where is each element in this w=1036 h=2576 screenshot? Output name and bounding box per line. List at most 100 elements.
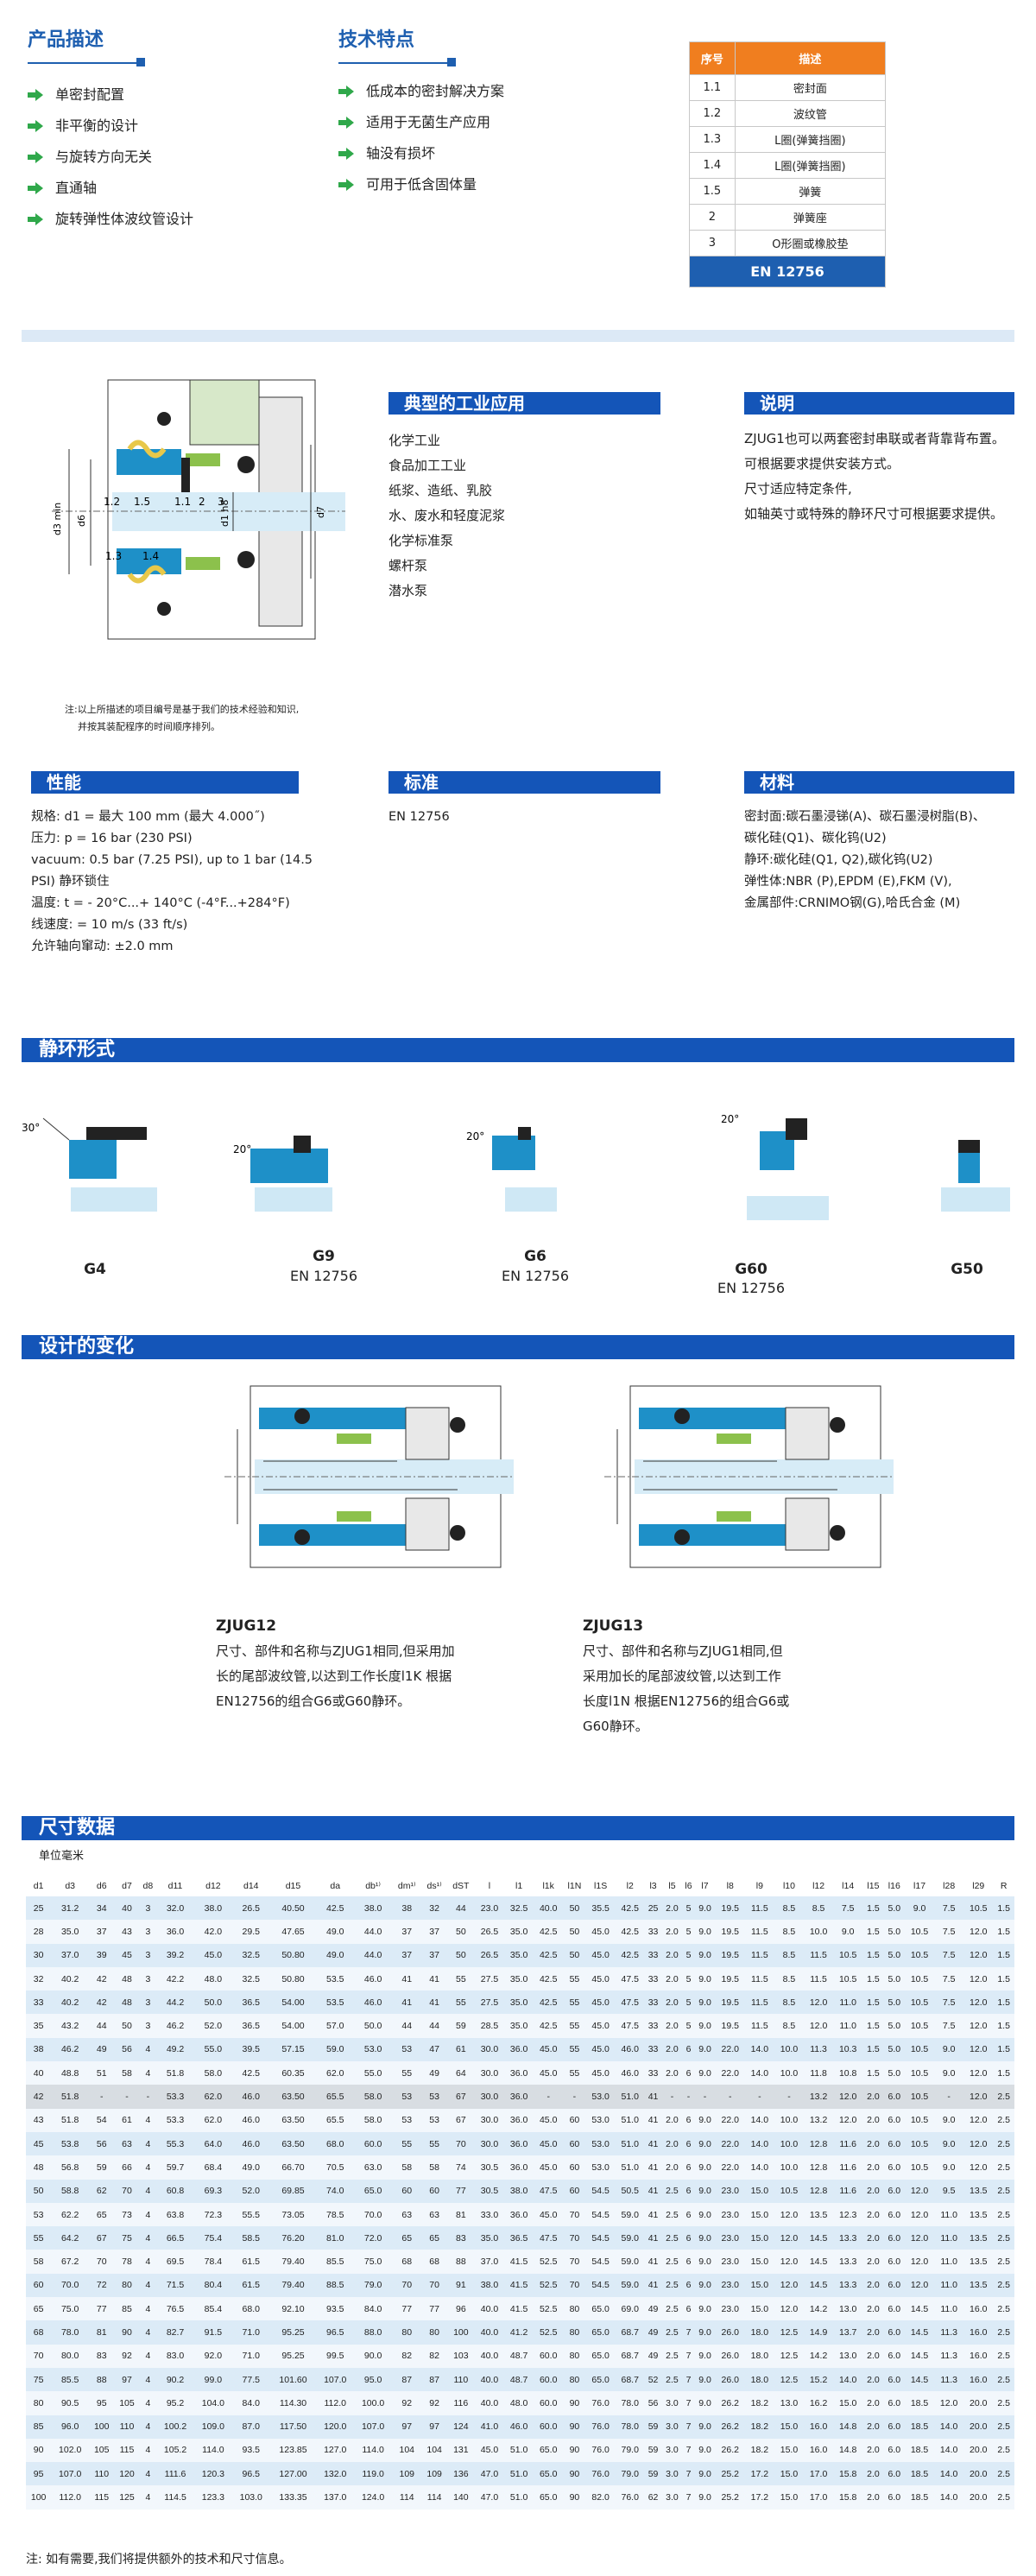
dim-cell: 73.05 <box>269 2202 317 2227</box>
dim-cell: 42.5 <box>615 1943 645 1967</box>
dim-cell: 53.0 <box>585 2155 616 2180</box>
dim-cell: 97 <box>114 2367 140 2392</box>
dim-cell: 50.80 <box>269 1943 317 1967</box>
dim-cell: 12.8 <box>804 2155 834 2180</box>
dim-cell: 9.0 <box>694 2367 716 2392</box>
dim-cell: 16.0 <box>963 2344 994 2368</box>
dim-cell: 79.0 <box>615 2438 645 2463</box>
dim-col-header: l17 <box>904 1876 935 1896</box>
dim-cell: 11.6 <box>833 2131 863 2156</box>
dim-cell: 65.0 <box>534 2462 564 2486</box>
dim-cell: 58.0 <box>193 2061 232 2085</box>
dim-cell: 90.2 <box>156 2367 194 2392</box>
dim-cell: 18.0 <box>744 2320 774 2345</box>
dim-cell: 14.5 <box>804 2250 834 2274</box>
zjug12-desc-line: 尺寸、部件和名称与ZJUG1相同,但采用加 <box>216 1643 455 1659</box>
dim-cell: 64.2 <box>51 2226 90 2250</box>
dim-cell: 20.0 <box>963 2485 994 2510</box>
dim-cell: 36.0 <box>504 2061 534 2085</box>
dim-cell: 1.5 <box>862 1966 884 1991</box>
dim-cell: 10.5 <box>833 1943 863 1967</box>
dim-col-header: da <box>316 1876 355 1896</box>
dim-cell: 12.8 <box>804 2179 834 2203</box>
dim-cell: 50.80 <box>269 1966 317 1991</box>
dim-cell: 72.3 <box>193 2202 232 2227</box>
dim-cell: 114.30 <box>269 2391 317 2415</box>
parts-desc: 波纹管 <box>734 100 887 127</box>
dim-cell: 6.0 <box>883 2273 905 2298</box>
dim-col-header: l28 <box>934 1876 964 1896</box>
performance-line: PSI) 静环锁住 <box>31 875 110 889</box>
tech-features-list: 低成本的密封解决方案适用于无菌生产应用轴没有损坏可用于低含固体量 <box>338 76 504 200</box>
dim-cell: 80 <box>563 2367 586 2392</box>
dim-cell: 49 <box>644 2344 662 2368</box>
dim-cell: 8.5 <box>774 1943 805 1967</box>
dim-cell: 30.0 <box>474 2061 505 2085</box>
dim-cell: 62.2 <box>51 2202 90 2227</box>
dim-cell: 12.0 <box>963 2037 994 2062</box>
dim-cell: 90 <box>26 2438 52 2463</box>
dim-cell: 60 <box>392 2179 422 2203</box>
seat-g4-angle: 30° <box>22 1122 40 1134</box>
dim-cell: 1.5 <box>993 2037 1014 2062</box>
dim-cell: 4 <box>139 2250 157 2274</box>
dim-cell: 16.0 <box>804 2438 834 2463</box>
dim-cell: 4 <box>139 2462 157 2486</box>
dim-cell: 45.0 <box>474 2438 505 2463</box>
feature-item: 单密封配置 <box>28 79 193 111</box>
dim-cell: 42.5 <box>534 1943 564 1967</box>
dim-cell: 40.2 <box>51 1991 90 2015</box>
dim-cell: 2.0 <box>661 1943 683 1967</box>
seat-g9-angle: 20° <box>233 1143 251 1155</box>
dim-cell: 6.0 <box>883 2415 905 2439</box>
dim-cell: 45.0 <box>585 1943 616 1967</box>
dim-col-header: dST <box>446 1876 475 1896</box>
dim-cell: 7 <box>682 2462 695 2486</box>
dim-cell: 40.0 <box>474 2297 505 2321</box>
dim-cell: 51.0 <box>504 2462 534 2486</box>
dim-cell: 65.0 <box>534 2438 564 2463</box>
dim-cell: 68.7 <box>615 2344 645 2368</box>
dim-cell: 33.0 <box>474 2202 505 2227</box>
dim-cell: 101.60 <box>269 2367 317 2392</box>
dim-cell: 11.3 <box>934 2367 964 2392</box>
dim-cell: 76.0 <box>585 2462 616 2486</box>
dim-cell: 12.0 <box>904 2273 935 2298</box>
seat-g6-standard: EN 12756 <box>501 1268 570 1284</box>
dim-cell: 65.5 <box>316 2085 355 2109</box>
dim-cell: 12.3 <box>833 2202 863 2227</box>
dim-cell: 13.5 <box>804 2202 834 2227</box>
dim-cell: 80 <box>563 2297 586 2321</box>
dim-cell: 6.0 <box>883 2226 905 2250</box>
dim-cell: 76.0 <box>585 2391 616 2415</box>
dim-cell: 38.0 <box>193 1896 232 1921</box>
dim-cell: 40.0 <box>534 1896 564 1921</box>
dim-cell: 20.0 <box>963 2462 994 2486</box>
dim-cell: 140 <box>446 2485 475 2510</box>
dim-cell: 36.0 <box>504 2131 534 2156</box>
dim-cell: 59 <box>644 2438 662 2463</box>
dim-cell: 15.0 <box>744 2226 774 2250</box>
dim-cell: 12.0 <box>963 2061 994 2085</box>
dim-cell: 60.35 <box>269 2061 317 2085</box>
dim-cell: 20.0 <box>963 2391 994 2415</box>
dim-cell: 3 <box>139 1966 157 1991</box>
dim-cell: 136 <box>446 2462 475 2486</box>
dim-cell: 53.0 <box>585 2108 616 2132</box>
dim-cell: 19.5 <box>715 1966 745 1991</box>
dim-cell: 41.2 <box>504 2320 534 2345</box>
dim-cell: 123.85 <box>269 2438 317 2463</box>
dim-cell: 75 <box>114 2226 140 2250</box>
dim-cell: 6 <box>682 2155 695 2180</box>
dim-cell: 2.0 <box>862 2415 884 2439</box>
dim-cell: 77 <box>392 2297 422 2321</box>
dim-cell: 9.0 <box>934 2155 964 2180</box>
dim-cell: 51.8 <box>156 2061 194 2085</box>
dim-col-header: l6 <box>682 1876 695 1896</box>
dim-cell: 99.0 <box>193 2367 232 2392</box>
dim-cell: 6.0 <box>883 2391 905 2415</box>
dim-cell: - <box>114 2085 140 2109</box>
dim-cell: 67 <box>446 2085 475 2109</box>
